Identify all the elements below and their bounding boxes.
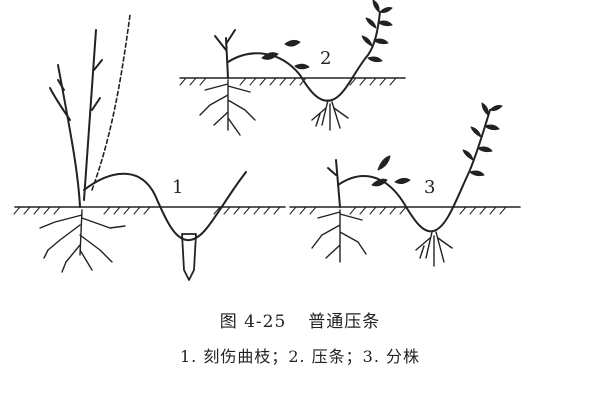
main-stem-3 [327,159,341,208]
panel-label-1: 1 [172,177,183,198]
upright-shoot-1 [83,29,97,201]
root-system-1 [39,209,126,273]
bent-branch-2 [227,11,381,102]
root-system-2 [199,79,256,136]
dashed-original-position [91,14,131,191]
layering-illustration: 1 2 3 [13,0,521,281]
figure-title: 普通压条 [308,312,381,332]
layer-roots-2 [311,99,349,131]
figure-number: 图 4-25 [219,312,287,332]
bent-branch-1 [83,172,241,242]
panel-label-2: 2 [320,48,331,69]
root-system-3 [311,209,367,263]
branch-tip-1 [239,171,247,181]
figure-caption-title: 图 4-25 普通压条 [0,307,600,332]
stake-1 [181,233,197,281]
main-stem-2 [214,29,236,79]
figure-legend: 1. 刻伤曲枝；2. 压条；3. 分株 [179,347,421,366]
ground-hatch-1 [13,206,281,215]
leaves-3 [371,102,503,187]
ground-hatch-2 [179,77,397,86]
panel-label-3: 3 [424,177,435,198]
side-twig-1 [49,59,103,121]
layer-roots-3 [415,231,453,267]
leaves-2 [261,0,393,70]
ground-hatch-3 [289,206,507,215]
panel-3-division [289,102,521,267]
panel-2-layering [179,0,406,136]
panel-1-wounded-bent-branch [13,14,286,281]
